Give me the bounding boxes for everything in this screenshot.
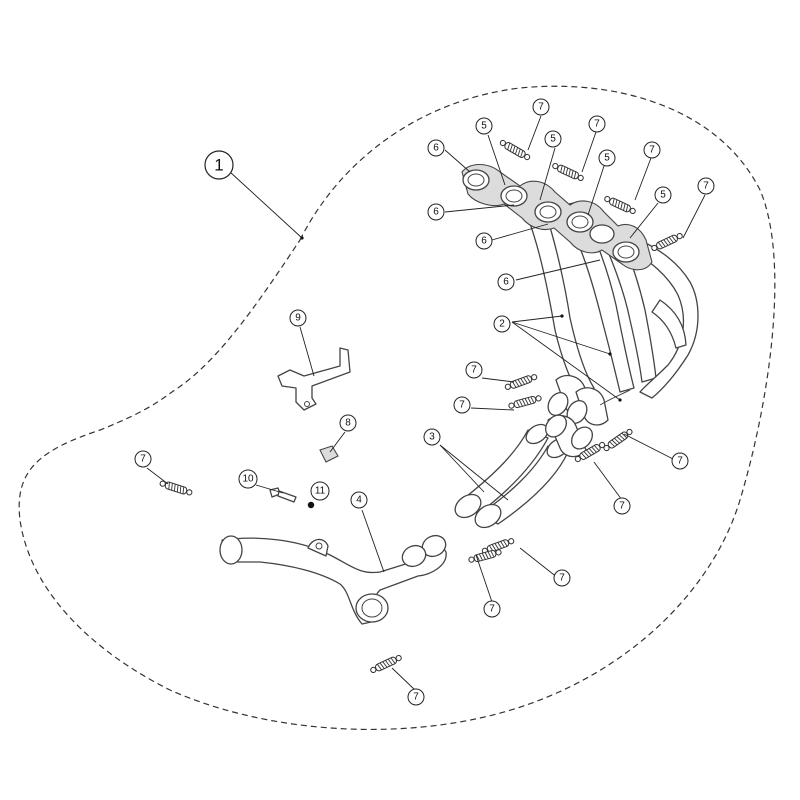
callout-bubble-washer: 11 <box>310 481 330 501</box>
callout-bubble-spring: 7 <box>588 115 606 133</box>
callout-bubble-gasket: 5 <box>544 130 562 148</box>
spring-part <box>651 232 683 252</box>
callout-label-spring: 7 <box>619 501 625 512</box>
nut <box>319 445 339 463</box>
callout-bubble-header-pipes: 2 <box>493 315 511 333</box>
callout-label-spring: 7 <box>538 102 544 113</box>
header-pipes <box>527 201 699 426</box>
callout-label-spring: 7 <box>489 604 495 615</box>
callout-bubble-spring: 7 <box>407 688 425 706</box>
callout-bubble-flange: 6 <box>427 203 445 221</box>
callout-bubble-bolt: 10 <box>238 469 258 489</box>
callout-bubble-spring: 7 <box>671 452 689 470</box>
callout-label-spring: 7 <box>471 365 477 376</box>
callout-bubble-spring: 7 <box>134 450 152 468</box>
flange-plate <box>461 163 653 271</box>
spring-part <box>499 139 531 161</box>
callout-bubble-bracket: 9 <box>289 309 307 327</box>
callout-label-spring: 7 <box>413 692 419 703</box>
washer <box>307 501 315 509</box>
callout-label-bolt: 10 <box>242 474 254 485</box>
callout-label-spring: 7 <box>594 119 600 130</box>
callout-label-mid-pipes: 3 <box>429 432 435 443</box>
callout-label-spring: 7 <box>677 456 683 467</box>
callout-bubble-link-pipe: 4 <box>350 491 368 509</box>
callout-label-flange: 6 <box>433 143 439 154</box>
callout-label-gasket: 5 <box>550 134 556 145</box>
callout-bubble-spring: 7 <box>643 141 661 159</box>
spring-part <box>508 395 542 409</box>
callout-bubble-flange: 6 <box>497 273 515 291</box>
callout-label-spring: 7 <box>459 400 465 411</box>
callout-label-gasket: 5 <box>481 121 487 132</box>
callout-bubble-nut: 8 <box>339 414 357 432</box>
callout-bubble-spring: 7 <box>553 569 571 587</box>
spring-part <box>552 162 584 182</box>
callout-bubble-mid-pipes: 3 <box>423 428 441 446</box>
callout-label-bracket: 9 <box>295 313 301 324</box>
callout-bubble-gasket: 5 <box>475 117 493 135</box>
callout-label-assembly: 1 <box>214 156 223 175</box>
callout-label-flange: 6 <box>433 207 439 218</box>
assembly-boundary-outline <box>18 85 776 731</box>
spring-part <box>604 195 636 215</box>
callout-bubble-flange: 6 <box>475 232 493 250</box>
callout-bubble-spring: 7 <box>697 177 715 195</box>
callout-bubble-gasket: 5 <box>654 186 672 204</box>
callout-bubble-spring: 7 <box>613 497 631 515</box>
callout-label-spring: 7 <box>703 181 709 192</box>
spring-part <box>468 549 502 563</box>
callout-bubble-spring: 7 <box>465 361 483 379</box>
link-pipe <box>219 534 447 625</box>
spring-part <box>481 538 515 554</box>
spring-part <box>574 441 606 463</box>
callout-bubble-spring: 7 <box>532 98 550 116</box>
callout-bubble-assembly: 1 <box>204 150 234 180</box>
spring-part <box>370 654 402 674</box>
leader-lines <box>146 115 706 691</box>
callout-label-gasket: 5 <box>660 190 666 201</box>
callout-bubble-gasket: 5 <box>598 149 616 167</box>
callout-bubble-spring: 7 <box>483 600 501 618</box>
springs <box>159 139 683 674</box>
spring-part <box>603 428 633 452</box>
callout-label-washer: 11 <box>315 486 326 497</box>
callout-label-nut: 8 <box>345 418 351 429</box>
callout-bubble-flange: 6 <box>427 139 445 157</box>
bracket <box>277 347 351 411</box>
callout-bubble-spring: 7 <box>453 396 471 414</box>
callout-label-gasket: 5 <box>604 153 610 164</box>
callout-label-spring: 7 <box>140 454 146 465</box>
callout-label-spring: 7 <box>559 573 565 584</box>
spring-part <box>159 480 193 496</box>
callout-label-link-pipe: 4 <box>356 495 362 506</box>
spring-part <box>504 374 538 390</box>
callout-label-spring: 7 <box>649 145 655 156</box>
mid-pipes <box>454 414 593 529</box>
callout-label-flange: 6 <box>481 236 487 247</box>
callout-label-header-pipes: 2 <box>499 319 505 330</box>
callout-label-flange: 6 <box>503 277 509 288</box>
